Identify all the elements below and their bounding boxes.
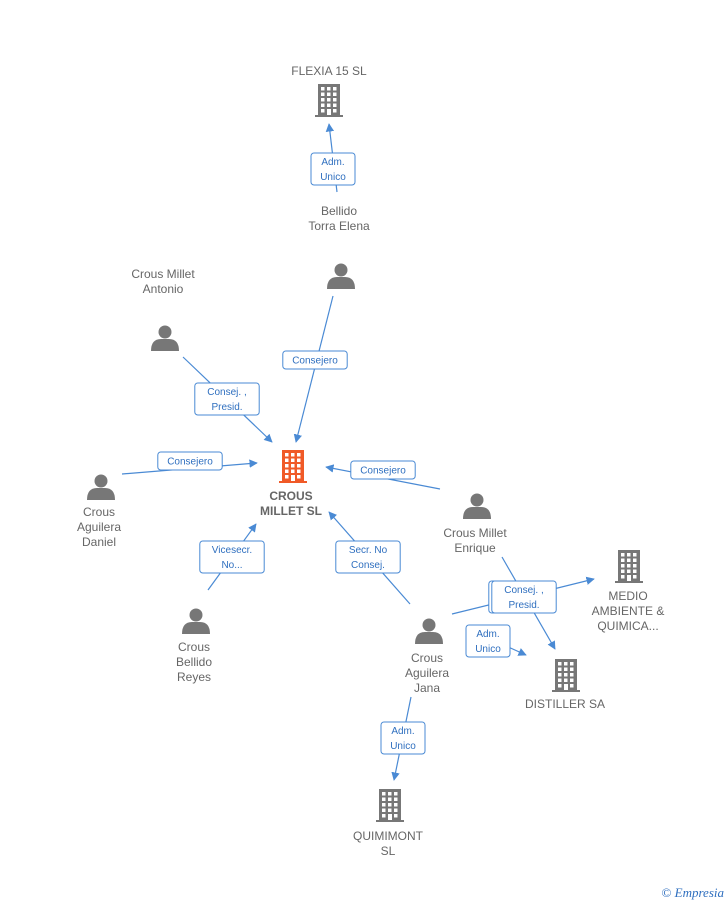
relation-label[interactable]: Adm. Unico — [465, 624, 511, 658]
node-label[interactable]: Enrique — [454, 541, 496, 555]
node-label[interactable]: Bellido — [176, 655, 212, 669]
node-label[interactable]: Jana — [414, 681, 440, 695]
relation-label-text: Consej. — [351, 560, 385, 571]
relation-label-text: No... — [221, 560, 242, 571]
person-icon[interactable] — [151, 325, 179, 352]
person-icon[interactable] — [327, 263, 355, 290]
relation-label[interactable]: Consej. , Presid. — [194, 382, 260, 416]
building-icon[interactable] — [279, 450, 307, 483]
node-label[interactable]: Crous — [178, 640, 210, 654]
relation-label-box — [465, 624, 511, 658]
node-label[interactable]: Aguilera — [77, 520, 121, 534]
relation-label[interactable]: Vicesecr. No... — [199, 540, 265, 574]
relation-label-text: Adm. — [321, 157, 344, 168]
brand-footer: © Empresia — [662, 885, 725, 901]
node-label[interactable]: Crous — [83, 505, 115, 519]
node-label[interactable]: AMBIENTE & — [592, 604, 665, 618]
relation-label-box — [350, 460, 416, 480]
building-icon[interactable] — [376, 789, 404, 822]
relation-label-text: Presid. — [211, 402, 242, 413]
person-icon[interactable] — [415, 618, 443, 645]
company-node-distiller[interactable]: DISTILLER SA — [525, 659, 605, 711]
person-icon[interactable] — [463, 493, 491, 520]
relation-label[interactable]: Adm. Unico — [380, 721, 426, 755]
node-label[interactable]: MILLET SL — [260, 504, 322, 518]
copyright-symbol: © — [661, 885, 672, 900]
relation-label-text: Consejero — [167, 457, 213, 468]
relation-label-text: Presid. — [508, 600, 539, 611]
node-label[interactable]: Reyes — [177, 670, 211, 684]
relation-label-text: Adm. — [476, 629, 499, 640]
relation-label-box — [194, 382, 260, 416]
relation-label[interactable]: Consejero — [282, 350, 348, 370]
node-label[interactable]: Aguilera — [405, 666, 449, 680]
node-label[interactable]: Crous Millet — [443, 526, 507, 540]
relation-label-text: Consejero — [292, 356, 338, 367]
node-label[interactable]: FLEXIA 15 SL — [291, 64, 367, 78]
node-label[interactable]: Crous — [411, 651, 443, 665]
relation-label-text: Unico — [320, 172, 346, 183]
relation-label-text: Consej. , — [504, 585, 543, 596]
person-icon[interactable] — [182, 608, 210, 635]
relation-label-text: Consej. , — [207, 387, 246, 398]
node-label[interactable]: Torra Elena — [308, 219, 370, 233]
relation-label-box — [491, 580, 557, 614]
node-label[interactable]: SL — [381, 844, 396, 858]
node-label[interactable]: DISTILLER SA — [525, 697, 605, 711]
relation-label-text: Adm. — [391, 726, 414, 737]
person-icon[interactable] — [87, 474, 115, 501]
relation-label-box — [380, 721, 426, 755]
relation-label-text: Consejero — [360, 466, 406, 477]
relation-label-box — [199, 540, 265, 574]
node-label[interactable]: Crous Millet — [131, 267, 195, 281]
node-label[interactable]: Bellido — [321, 204, 357, 218]
node-label[interactable]: CROUS — [269, 489, 312, 503]
node-label[interactable]: Daniel — [82, 535, 116, 549]
node-label[interactable]: Antonio — [143, 282, 184, 296]
relation-label-text: Unico — [390, 741, 416, 752]
node-label[interactable]: QUIMIMONT — [353, 829, 424, 843]
relation-label[interactable]: Adm. Unico — [310, 152, 356, 186]
relation-label-text: Secr. No — [349, 545, 388, 556]
relation-label-box — [282, 350, 348, 370]
brand-logo[interactable]: Empresia — [674, 885, 724, 900]
node-label[interactable]: MEDIO — [608, 589, 647, 603]
relation-label-box — [157, 451, 223, 471]
building-icon[interactable] — [552, 659, 580, 692]
relation-label[interactable]: Consejero — [157, 451, 223, 471]
relation-label[interactable]: Consejero — [350, 460, 416, 480]
building-icon[interactable] — [615, 550, 643, 583]
relation-label[interactable]: Consej. , Presid. — [491, 580, 557, 614]
relation-label-text: Unico — [475, 644, 501, 655]
company-node-flexia[interactable]: FLEXIA 15 SL — [291, 64, 367, 117]
building-icon[interactable] — [315, 84, 343, 117]
relation-label[interactable]: Secr. No Consej. — [335, 540, 401, 574]
relation-label-box — [335, 540, 401, 574]
relation-label-text: Vicesecr. — [212, 545, 252, 556]
relation-label-box — [310, 152, 356, 186]
node-label[interactable]: QUIMICA... — [597, 619, 658, 633]
